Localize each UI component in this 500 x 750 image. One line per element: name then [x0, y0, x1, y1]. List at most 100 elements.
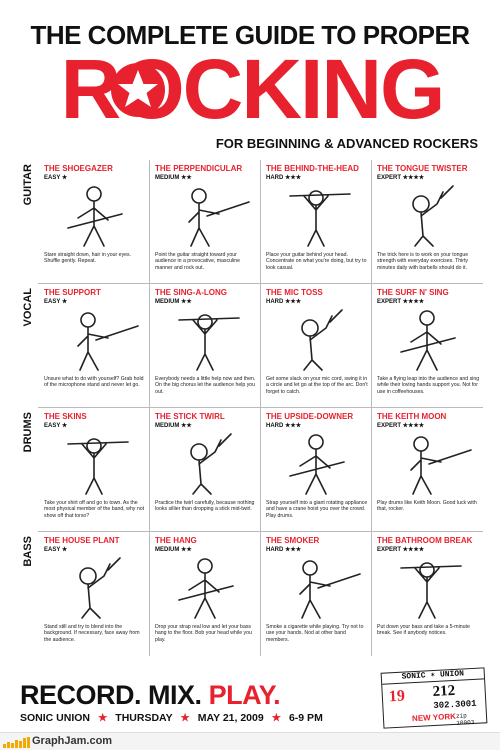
technique-name: THE HANG — [155, 536, 197, 545]
rocker-illustration-icon — [77, 312, 139, 371]
difficulty-level: EXPERT ★★★★ — [377, 423, 425, 429]
big-title-rocking: ROCKING — [60, 42, 446, 136]
rocker-illustration-icon — [67, 438, 129, 495]
rocker-illustration-icon — [299, 560, 361, 619]
site-brand-link[interactable]: GraphJam.com — [32, 735, 113, 747]
technique-name: THE HOUSE PLANT — [44, 536, 120, 545]
row-label-drums: DRUMS — [20, 412, 36, 528]
star-icon — [111, 63, 165, 117]
technique-name: THE BEHIND-THE-HEAD — [266, 164, 359, 173]
technique-card: THE SUPPORT EASY ★ Unsure what to do with … — [38, 284, 150, 408]
rocker-illustration-icon — [178, 558, 234, 619]
difficulty-level: EASY ★ — [44, 423, 68, 429]
rocker-illustration-icon — [79, 557, 121, 619]
row-label-text: GUITAR — [22, 164, 34, 206]
technique-description: Get some slack on your mic cord, swing i… — [266, 376, 368, 395]
technique-card: THE SING-A-LONG MEDIUM ★★ Everybody needs … — [149, 284, 261, 408]
technique-card: THE STICK TWIRL MEDIUM ★★ Practice the twi… — [149, 408, 261, 532]
ticket-city: NEW YORK — [411, 711, 457, 724]
difficulty-level: EASY ★ — [44, 299, 68, 305]
row-label-bass: BASS — [20, 536, 36, 652]
difficulty-level: HARD ★★★ — [266, 299, 302, 305]
subtitle: FOR BEGINNING & ADVANCED ROCKERS — [215, 136, 478, 151]
event-time: 6-9 PM — [288, 712, 323, 724]
difficulty-level: MEDIUM ★★ — [155, 423, 192, 429]
difficulty-level: MEDIUM ★★ — [155, 547, 192, 553]
footer-slogan: RECORD. MIX. PLAY. — [20, 680, 281, 711]
technique-card: THE UPSIDE-DOWNER HARD ★★★ Strap yourself … — [260, 408, 372, 532]
technique-description: Put down your bass and take a 5-minute b… — [377, 624, 470, 637]
rocker-illustration-icon — [188, 188, 250, 247]
rocker-illustration-icon — [410, 436, 472, 495]
technique-description: Take your shirt off and go to town. As t… — [44, 500, 145, 519]
site-brand-bar: GraphJam.com — [0, 732, 500, 750]
difficulty-level: MEDIUM ★★ — [155, 299, 192, 305]
difficulty-level: EXPERT ★★★★ — [377, 547, 425, 553]
difficulty-level: EXPERT ★★★★ — [377, 299, 425, 305]
technique-card: THE KEITH MOON EXPERT ★★★★ Play drums like… — [371, 408, 483, 532]
technique-description: Strap yourself into a giant rotating app… — [266, 500, 368, 519]
technique-card: THE MIC TOSS HARD ★★★ Get some slack on yo… — [260, 284, 372, 408]
row-label-text: BASS — [22, 536, 34, 567]
rocker-illustration-icon — [178, 314, 240, 371]
ticket-area-code: 212 — [432, 682, 456, 701]
address-ticket: SONIC ✶ UNION 19 212 302.3001 NEW YORK z… — [380, 667, 488, 729]
separator-star-icon: ★ — [180, 712, 190, 724]
slogan-play: PLAY. — [208, 680, 281, 710]
technique-description: Drop your strap real low and let your ba… — [155, 624, 252, 643]
technique-name: THE KEITH MOON — [377, 412, 447, 421]
technique-card: THE BATHROOM BREAK EXPERT ★★★★ Put down yo… — [371, 532, 483, 656]
ticket-zip: zip 10003 — [455, 712, 475, 727]
technique-name: THE BATHROOM BREAK — [377, 536, 473, 545]
technique-name: THE SKINS — [44, 412, 87, 421]
technique-description: Everybody needs a little help now and th… — [155, 376, 256, 395]
technique-description: Place your guitar behind your head. Conc… — [266, 252, 367, 271]
difficulty-level: EXPERT ★★★★ — [377, 175, 425, 181]
technique-description: Unsure what to do with yourself? Grab ho… — [44, 376, 144, 389]
row-label-guitar: GUITAR — [20, 164, 36, 280]
technique-name: THE SMOKER — [266, 536, 320, 545]
rocker-illustration-icon — [400, 562, 462, 619]
ticket-header: SONIC ✶ UNION — [381, 668, 485, 685]
technique-description: Play drums like Keith Moon. Good luck wi… — [377, 500, 477, 513]
technique-description: Stare straight down, hair in your eyes. … — [44, 252, 132, 265]
row-label-text: VOCAL — [22, 288, 34, 327]
ticket-phone: 302.3001 — [433, 698, 477, 712]
event-date: MAY 21, 2009 — [197, 712, 264, 724]
row-label-vocal: VOCAL — [20, 288, 36, 404]
technique-name: THE MIC TOSS — [266, 288, 323, 297]
separator-star-icon: ★ — [97, 712, 108, 724]
technique-description: Smoke a cigarette while playing. Try not… — [266, 624, 364, 643]
difficulty-level: HARD ★★★ — [266, 423, 302, 429]
difficulty-level: HARD ★★★ — [266, 175, 302, 181]
technique-description: Point the guitar straight toward your au… — [155, 252, 241, 271]
event-details: SONIC UNION ★ THURSDAY ★ MAY 21, 2009 ★ … — [20, 712, 323, 724]
slogan-mix: MIX. — [148, 680, 202, 710]
difficulty-level: HARD ★★★ — [266, 547, 302, 553]
technique-description: Practice the twirl carefully, because no… — [155, 500, 255, 513]
event-day: THURSDAY — [115, 712, 173, 724]
slogan-record: RECORD. — [20, 680, 142, 710]
top-title: THE COMPLETE GUIDE TO PROPER — [30, 20, 470, 50]
technique-description: Stand still and try to blend into the ba… — [44, 624, 140, 643]
technique-card: THE HANG MEDIUM ★★ Drop your strap real lo… — [149, 532, 261, 656]
technique-description: Take a flying leap into the audience and… — [377, 376, 480, 395]
poster: THE COMPLETE GUIDE TO PROPER ROCKING FOR… — [20, 20, 488, 729]
rocker-illustration-icon — [289, 434, 345, 495]
technique-card: THE SKINS EASY ★ Take your shirt off and g… — [38, 408, 150, 532]
technique-name: THE SUPPORT — [44, 288, 101, 297]
technique-name: THE SING-A-LONG — [155, 288, 227, 297]
separator-star-icon: ★ — [271, 712, 282, 724]
row-label-text: DRUMS — [22, 412, 34, 453]
technique-name: THE STICK TWIRL — [155, 412, 225, 421]
rocker-illustration-icon — [400, 310, 456, 371]
bar-chart-logo-icon[interactable] — [3, 737, 31, 748]
ticket-street-number: 19 — [388, 687, 406, 706]
technique-name: THE UPSIDE-DOWNER — [266, 412, 354, 421]
